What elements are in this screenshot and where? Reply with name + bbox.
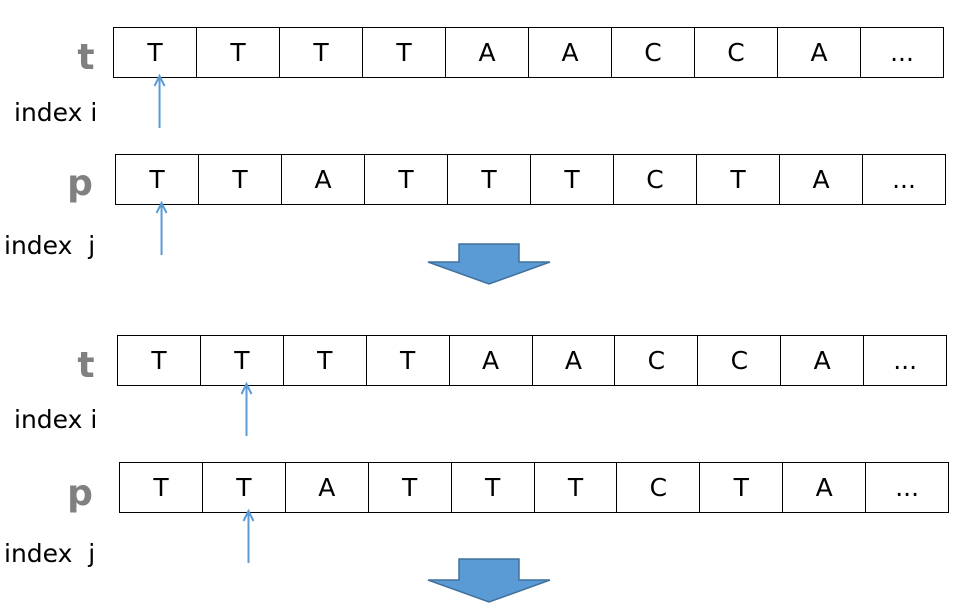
- index-j-label: index j: [4, 231, 96, 260]
- array-cell: T: [362, 28, 445, 77]
- array-cell: T: [147, 38, 163, 67]
- array-cell: T: [153, 473, 169, 502]
- array-cell: T: [450, 463, 534, 512]
- array-cell: T: [201, 463, 285, 512]
- array-cell: A: [779, 155, 862, 204]
- array-cell: T: [279, 28, 362, 77]
- array-cell: T: [198, 155, 281, 204]
- array-cell: A: [780, 336, 863, 385]
- p-row-label: p: [67, 473, 93, 514]
- array-cell: C: [616, 463, 699, 512]
- array-cell: A: [531, 336, 615, 385]
- array-cell: T: [199, 336, 283, 385]
- next-step-arrow: [427, 243, 551, 285]
- array-cell: C: [697, 336, 780, 385]
- array-cell: A: [448, 336, 532, 385]
- array-cell: T: [447, 155, 530, 204]
- array-cell: ...: [860, 28, 943, 77]
- array-cell: A: [777, 28, 860, 77]
- t-row-label: t: [77, 345, 95, 386]
- array-cell: C: [694, 28, 777, 77]
- array-cell: T: [530, 155, 613, 204]
- array-cell: T: [696, 155, 779, 204]
- array-cell: T: [367, 463, 451, 512]
- array-cell: ...: [865, 463, 948, 512]
- array-cell: T: [196, 28, 279, 77]
- array-cell: T: [151, 346, 167, 375]
- index-i-label: index i: [14, 405, 98, 434]
- next-step-arrow: [427, 558, 551, 603]
- t-row-label: t: [77, 37, 95, 78]
- array-cell: A: [445, 28, 528, 77]
- array-cell: ...: [863, 336, 946, 385]
- array-cell: T: [699, 463, 782, 512]
- array-cell: T: [365, 336, 449, 385]
- array-cell: A: [528, 28, 611, 77]
- p-row-label: p: [67, 163, 93, 204]
- array-cell: C: [611, 28, 694, 77]
- array-cell: T: [364, 155, 447, 204]
- array-cell: A: [281, 155, 364, 204]
- array-cell: T: [149, 165, 165, 194]
- array-cell: C: [614, 336, 697, 385]
- array-cell: C: [613, 155, 696, 204]
- array-cell: ...: [862, 155, 945, 204]
- array-cell: T: [533, 463, 617, 512]
- array-cell: T: [282, 336, 366, 385]
- index-i-label: index i: [14, 98, 98, 127]
- array-cell: A: [782, 463, 865, 512]
- array-cell: A: [284, 463, 368, 512]
- index-j-label: index j: [4, 539, 96, 568]
